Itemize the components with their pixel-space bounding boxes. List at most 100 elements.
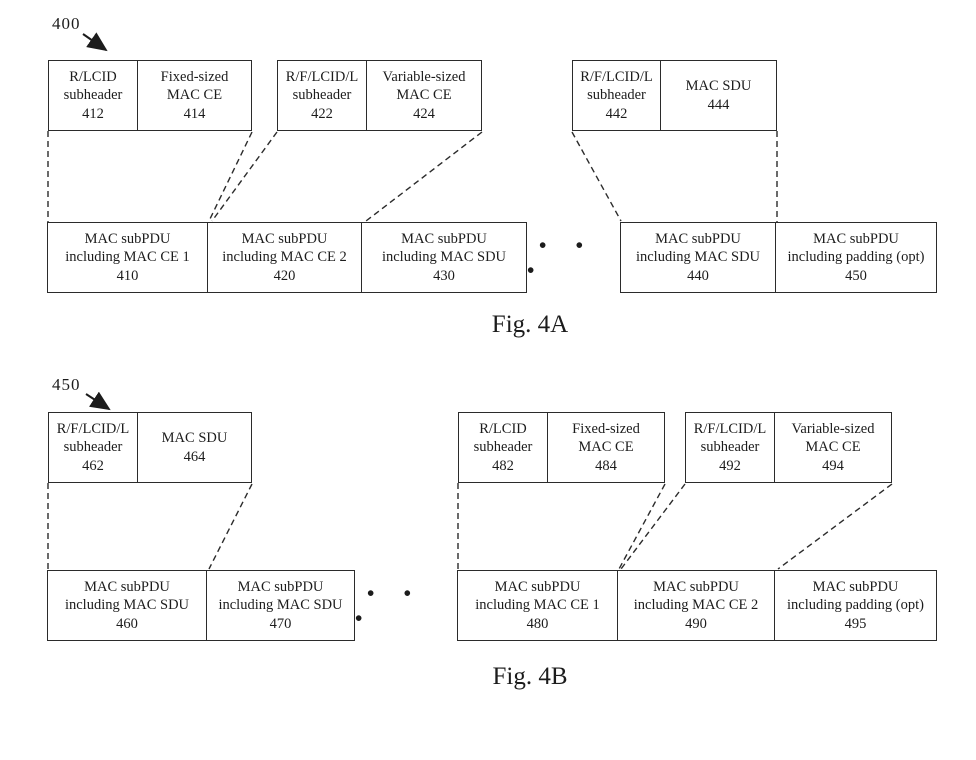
- field-cell-424: Variable-sized MAC CE 424: [366, 61, 481, 130]
- cell-line: MAC SDU: [161, 430, 228, 446]
- cell-line: MAC subPDU: [655, 230, 741, 247]
- subheader-group-422-424: R/F/LCID/L subheader 422 Variable-sized …: [277, 60, 482, 131]
- ref-400-arrow-icon: [82, 32, 108, 52]
- cell-ref-number: 470: [269, 615, 292, 632]
- cell-line: MAC CE: [578, 439, 634, 456]
- cell-ref-number: 440: [687, 267, 709, 284]
- cell-line: MAC subPDU: [653, 578, 739, 595]
- cell-ref-number: 495: [844, 615, 867, 632]
- subpdu-box-470: MAC subPDU including MAC SDU 470: [206, 571, 354, 640]
- cell-line: subheader: [292, 87, 352, 104]
- cell-line: Fixed-sized: [572, 420, 640, 437]
- cell-line: including padding (opt): [787, 249, 925, 266]
- cell-ref-number: 494: [822, 457, 844, 474]
- cell-line: R/F/LCID/L: [693, 420, 767, 437]
- field-cell-482: R/LCID subheader 482: [459, 413, 547, 482]
- figure-caption-4b: Fig. 4B: [492, 663, 568, 690]
- subheader-group-462-464: R/F/LCID/L subheader 462 MAC SDU 464: [48, 412, 252, 483]
- field-cell-494: Variable-sized MAC CE 494: [774, 413, 891, 482]
- figure-caption-4a: Fig. 4A: [491, 311, 569, 338]
- cell-ref-number: 492: [719, 457, 741, 474]
- subheader-group-482-484: R/LCID subheader 482 Fixed-sized MAC CE …: [458, 412, 665, 483]
- cell-ref-number: 444: [707, 96, 730, 113]
- cell-ref-number: 420: [273, 267, 296, 284]
- cell-line: R/F/LCID/L: [56, 420, 130, 437]
- cell-line: including MAC SDU: [635, 249, 761, 266]
- field-cell-492: R/F/LCID/L subheader 492: [686, 413, 774, 482]
- cell-line: MAC subPDU: [237, 578, 324, 595]
- dash-4b-464-right: [208, 483, 253, 570]
- figure-ref-number-450: 450: [52, 375, 81, 394]
- subheader-group-492-494: R/F/LCID/L subheader 492 Variable-sized …: [685, 412, 892, 483]
- cell-line: including padding (opt): [787, 597, 924, 614]
- subpdu-run-480-495: MAC subPDU including MAC CE 1 480 MAC su…: [457, 570, 937, 641]
- cell-line: subheader: [63, 87, 123, 104]
- cell-ref-number: 484: [595, 457, 617, 474]
- cell-ref-number: 480: [526, 615, 549, 632]
- subheader-group-412-414: R/LCID subheader 412 Fixed-sized MAC CE …: [48, 60, 252, 131]
- cell-ref-number: 464: [183, 448, 206, 465]
- cell-ref-number: 430: [433, 267, 455, 284]
- field-cell-484: Fixed-sized MAC CE 484: [547, 413, 664, 482]
- ref-450-arrow-icon: [85, 391, 111, 411]
- dash-4b-494-right: [777, 483, 893, 570]
- cell-ref-number: 462: [82, 457, 104, 474]
- subpdu-box-420: MAC subPDU including MAC CE 2 420: [207, 223, 361, 292]
- cell-line: subheader: [700, 439, 760, 456]
- cell-line: R/F/LCID/L: [285, 68, 359, 85]
- field-cell-444: MAC SDU 444: [660, 61, 776, 130]
- cell-line: including MAC CE 1: [475, 597, 600, 614]
- cell-line: MAC subPDU: [84, 578, 170, 595]
- subpdu-run-410-430: MAC subPDU including MAC CE 1 410 MAC su…: [47, 222, 527, 293]
- ellipsis-4a: • • •: [527, 232, 595, 282]
- cell-line: including MAC SDU: [64, 597, 190, 614]
- cell-line: including MAC CE 2: [222, 249, 347, 266]
- cell-line: including MAC CE 1: [65, 249, 190, 266]
- cell-line: MAC subPDU: [401, 230, 487, 247]
- subpdu-box-490: MAC subPDU including MAC CE 2 490: [617, 571, 774, 640]
- cell-line: R/LCID: [69, 68, 117, 85]
- dash-4a-424-right: [365, 131, 483, 222]
- cell-line: MAC subPDU: [84, 230, 171, 247]
- cell-line: MAC subPDU: [813, 230, 899, 247]
- subpdu-box-430: MAC subPDU including MAC SDU 430: [361, 223, 526, 292]
- cell-line: MAC subPDU: [812, 578, 899, 595]
- subpdu-run-460-470: MAC subPDU including MAC SDU 460 MAC sub…: [47, 570, 355, 641]
- cell-ref-number: 460: [116, 615, 138, 632]
- ellipsis-4b: • • •: [355, 580, 423, 630]
- cell-ref-number: 482: [492, 457, 514, 474]
- cell-ref-number: 450: [845, 267, 867, 284]
- field-cell-412: R/LCID subheader 412: [49, 61, 137, 130]
- subpdu-box-440: MAC subPDU including MAC SDU 440: [621, 223, 775, 292]
- cell-line: including MAC CE 2: [633, 597, 759, 614]
- subpdu-box-480: MAC subPDU including MAC CE 1 480: [458, 571, 617, 640]
- subpdu-box-495: MAC subPDU including padding (opt) 495: [774, 571, 936, 640]
- cell-line: subheader: [473, 439, 533, 456]
- field-cell-464: MAC SDU 464: [137, 413, 251, 482]
- subpdu-box-450: MAC subPDU including padding (opt) 450: [775, 223, 936, 292]
- cell-line: including MAC SDU: [218, 597, 343, 614]
- cell-line: R/F/LCID/L: [580, 68, 653, 85]
- cell-line: MAC CE: [805, 439, 861, 456]
- subpdu-box-410: MAC subPDU including MAC CE 1 410: [48, 223, 207, 292]
- cell-ref-number: 490: [685, 615, 707, 632]
- subpdu-box-460: MAC subPDU including MAC SDU 460: [48, 571, 206, 640]
- cell-line: Variable-sized: [791, 420, 875, 437]
- field-cell-462: R/F/LCID/L subheader 462: [49, 413, 137, 482]
- cell-ref-number: 412: [82, 105, 104, 122]
- figure-ref-number-400: 400: [52, 14, 81, 33]
- cell-line: Variable-sized: [382, 68, 466, 85]
- subheader-group-442-444: R/F/LCID/L subheader 442 MAC SDU 444: [572, 60, 777, 131]
- field-cell-422: R/F/LCID/L subheader 422: [278, 61, 366, 130]
- dash-4a-442-left: [571, 131, 622, 222]
- cell-ref-number: 414: [183, 105, 206, 122]
- dash-4b-484-right: [618, 483, 666, 570]
- dash-4a-414-right: [208, 131, 253, 222]
- cell-line: Fixed-sized: [160, 68, 229, 85]
- cell-ref-number: 410: [116, 267, 139, 284]
- cell-line: MAC subPDU: [494, 578, 581, 595]
- cell-line: MAC CE: [166, 87, 223, 104]
- cell-ref-number: 422: [311, 105, 333, 122]
- cell-ref-number: 424: [413, 105, 435, 122]
